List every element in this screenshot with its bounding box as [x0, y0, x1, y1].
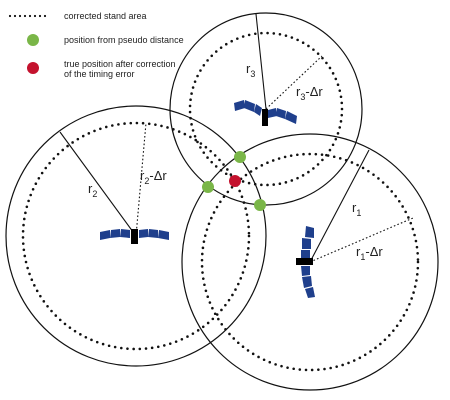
- legend-true-position-line2: of the timing error: [64, 69, 135, 79]
- legend-corrected-area-label: corrected stand area: [64, 11, 147, 21]
- true-position-point: [229, 175, 241, 187]
- pseudo-point-top: [234, 151, 246, 163]
- corrected-circles: [21, 31, 420, 372]
- label-r1: r1: [352, 200, 361, 218]
- pseudo-point-right: [254, 199, 266, 211]
- corrected-circle-2: [21, 121, 251, 351]
- radius-r3: [255, 13, 267, 110]
- radius-r1: [309, 149, 370, 263]
- intersection-points: [202, 151, 266, 211]
- legend-pseudo-distance-label: position from pseudo distance: [64, 35, 184, 45]
- legend-true-point-swatch: [27, 62, 39, 74]
- range-circle-2: [5, 105, 267, 367]
- label-r1-corrected: r1-Δr: [356, 244, 383, 262]
- legend-true-position-line1: true position after correction: [64, 59, 176, 69]
- legend-true-position-label: true position after correction of the ti…: [64, 59, 178, 79]
- radius-r2: [59, 131, 137, 237]
- radii: [59, 13, 414, 263]
- label-r2: r2: [88, 181, 97, 199]
- satellite-icon: [100, 229, 169, 244]
- corrected-circle-1: [200, 152, 420, 372]
- satellite-2: [100, 229, 169, 244]
- label-r2-corrected: r2-Δr: [140, 168, 167, 186]
- label-r3: r3: [246, 61, 255, 79]
- corrected-circle-3: [188, 31, 344, 187]
- radius-labels: r3 r3-Δr r2 r2-Δr r1 r1-Δr: [88, 61, 383, 262]
- satellite-1: [296, 226, 315, 298]
- legend-pseudo-point-swatch: [27, 34, 39, 46]
- satellite-icon: [296, 226, 315, 298]
- satellite-icon: [234, 100, 297, 126]
- label-r3-corrected: r3-Δr: [296, 84, 323, 102]
- radius-r3-corrected: [265, 55, 323, 110]
- satellite-3: [234, 100, 297, 126]
- range-circle-1: [181, 133, 439, 391]
- pseudo-point-left: [202, 181, 214, 193]
- legend: corrected stand area position from pseud…: [8, 11, 184, 79]
